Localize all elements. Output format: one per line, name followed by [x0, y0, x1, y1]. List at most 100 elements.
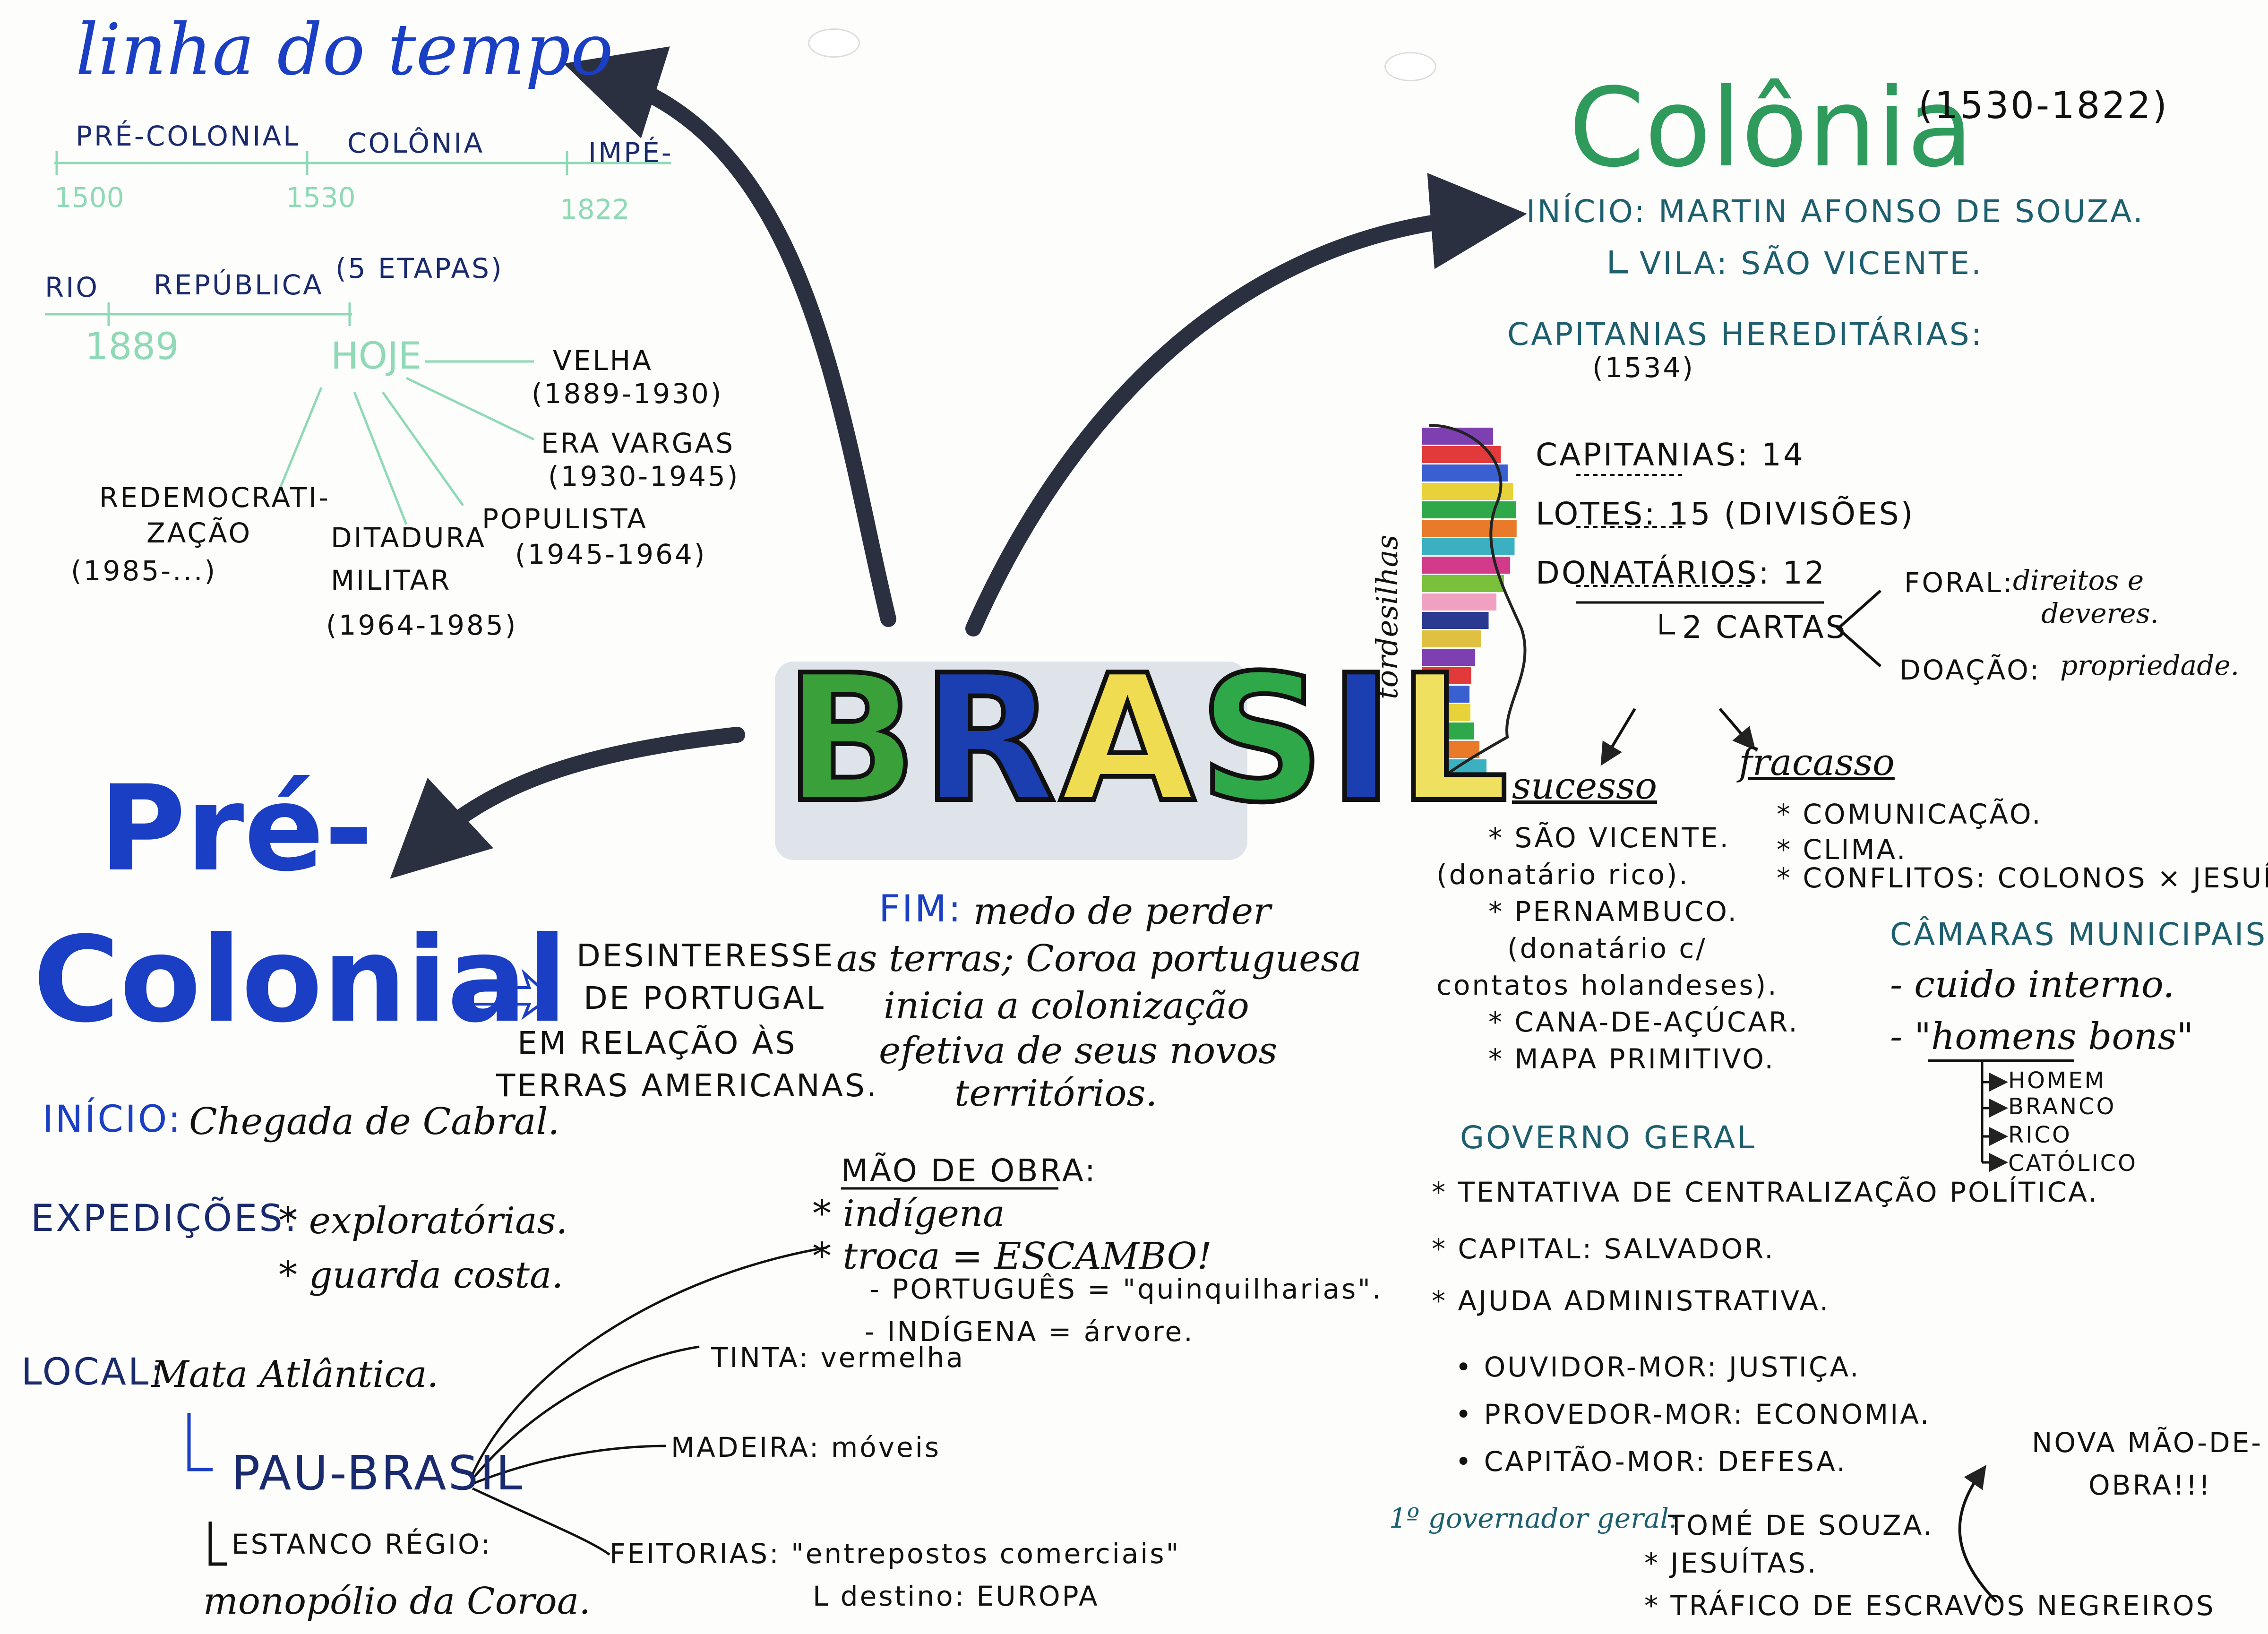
stage-redemocratizacao: REDEMOCRATI- [99, 482, 331, 514]
homens-bons-1: HOMEM [2008, 1067, 2106, 1094]
camaras-item-1: - cuido interno. [1890, 963, 2175, 1006]
tordesilhas-stripe [1422, 538, 1515, 555]
pau-brasil: PAU-BRASIL [232, 1445, 524, 1501]
governo-item-2: * CAPITAL: SALVADOR. [1432, 1233, 1775, 1265]
tordesilhas-stripes [1422, 428, 1517, 795]
fracasso-item-1: * COMUNICAÇÃO. [1777, 798, 2043, 830]
tordesilhas-stripe [1422, 593, 1497, 611]
year-1530: 1530 [286, 181, 356, 214]
mao-sub-1: - PORTUGUÊS = "quinquilharias". [869, 1273, 1383, 1305]
mao-item-1: * indígena [813, 1193, 1005, 1235]
arrow-to-colonia [965, 173, 1527, 636]
center-brasil-title [775, 662, 1247, 860]
label-hoje: HOJE [331, 335, 422, 378]
use-madeira: MADEIRA: móveis [671, 1431, 941, 1463]
brasil-letter-5: I [1326, 638, 1396, 841]
expedicoes-item-2: * guarda costa. [279, 1254, 564, 1297]
period-colonia: COLÔNIA [347, 127, 485, 159]
sucesso-item: * PERNAMBUCO. [1488, 895, 1738, 928]
label-rio: RIO [45, 271, 100, 303]
timeline-title: linha do tempo [76, 9, 613, 91]
tordesilhas-stripe [1422, 704, 1471, 721]
sucesso-item: * MAPA PRIMITIVO. [1488, 1043, 1775, 1075]
desinteresse-1: DESINTERESSE [576, 937, 835, 974]
estanco: ESTANCO RÉGIO: [232, 1528, 492, 1560]
fim-line-1: medo de perder [973, 890, 1271, 933]
governador-label: 1º governador geral: [1389, 1502, 1678, 1534]
stage-redemocratizacao-years: (1985-...) [71, 555, 217, 587]
stage-populista: POPULISTA [482, 503, 648, 535]
foral-text-1: direitos e [2013, 564, 2144, 596]
governo-item-3: * AJUDA ADMINISTRATIVA. [1432, 1285, 1830, 1317]
homens-bons-3: RICO [2008, 1122, 2072, 1148]
stage-ditadura: DITADURA [331, 522, 487, 554]
homens-bons-2: BRANCO [2008, 1093, 2116, 1120]
tordesilhas-stripe [1422, 667, 1471, 684]
label-5-etapas: (5 ETAPAS) [335, 252, 504, 284]
stage-velha: VELHA [553, 344, 653, 377]
binder-hole-right [1384, 52, 1436, 81]
sucesso-item: contatos holandeses). [1436, 969, 1778, 1001]
governo-sub-1: • OUVIDOR-MOR: JUSTIÇA. [1455, 1351, 1861, 1383]
arrow-to-timeline [563, 46, 896, 627]
nova-mao-2: OBRA!!! [2088, 1469, 2212, 1501]
monopolio: monopólio da Coroa. [203, 1580, 591, 1623]
local-text: Mata Atlântica. [151, 1353, 439, 1396]
stage-vargas: ERA VARGAS [541, 427, 735, 459]
stage-redemocratizacao-2: ZAÇÃO [146, 517, 252, 549]
tordesilhas-stripe [1422, 612, 1489, 629]
use-feitorias: FEITORIAS: "entrepostos comerciais" [610, 1538, 1181, 1570]
use-tinta: TINTA: vermelha [711, 1342, 965, 1374]
governo-sub-3: • CAPITÃO-MOR: DEFESA. [1455, 1445, 1847, 1478]
fracasso-title: fracasso [1739, 741, 1895, 784]
year-1889: 1889 [85, 326, 179, 368]
brasil-letter-2: R [919, 638, 1058, 841]
fact-donatarios: DONATÁRIOS: 12 [1536, 555, 1826, 591]
doacao-text: propriedade. [2060, 649, 2240, 681]
mao-de-obra-title: MÃO DE OBRA: [841, 1152, 1098, 1189]
fim-line-2: as terras; Coroa portuguesa [836, 937, 1362, 980]
sucesso-item: (donatário c/ [1507, 932, 1707, 964]
stage-ditadura-years: (1964-1985) [326, 609, 518, 641]
brasil-letter-3: A [1057, 638, 1197, 841]
governador-item-1: * JESUÍTAS. [1644, 1547, 1818, 1579]
camaras-item-2: - "homens bons" [1890, 1015, 2194, 1058]
colonia-vila: VILA: SÃO VICENTE. [1640, 245, 1983, 282]
fracasso-item-3: * CONFLITOS: COLONOS × JESUÍTAS. [1777, 862, 2268, 894]
nova-mao-1: NOVA MÃO-DE- [2032, 1427, 2263, 1459]
label-republica: REPÚBLICA [154, 269, 324, 301]
fim-line-3: inicia a colonização [884, 985, 1249, 1027]
homens-bons-4: CATÓLICO [2008, 1150, 2138, 1177]
fim-line-4: efetiva de seus novos [879, 1030, 1278, 1072]
brasil-letter-4: S [1196, 638, 1327, 841]
tordesilhas-label: tordesilhas [1370, 534, 1404, 699]
foral-label: FORAL: [1904, 567, 2014, 599]
tordesilhas-stripe [1422, 520, 1517, 537]
tordesilhas-stripe [1422, 741, 1480, 758]
tordesilhas-stripe [1422, 501, 1516, 518]
mao-sub-2: - INDÍGENA = árvore. [865, 1316, 1194, 1348]
sucesso-title: sucesso [1512, 765, 1658, 808]
governador-item-2: * TRÁFICO DE ESCRAVOS NEGREIROS [1644, 1590, 2216, 1622]
tordesilhas-stripe [1422, 630, 1481, 647]
tordesilhas-stripe [1422, 686, 1470, 703]
arrow-to-pre-colonial [390, 727, 745, 879]
sucesso-item: * SÃO VICENTE. [1488, 822, 1730, 854]
desinteresse-4: TERRAS AMERICANAS. [496, 1067, 878, 1104]
stage-velha-years: (1889-1930) [532, 378, 723, 410]
colonia-title: Colônia [1569, 65, 1974, 191]
brasil-letter-6: L [1395, 638, 1511, 841]
governo-title: GOVERNO GERAL [1460, 1119, 1756, 1156]
year-1822: 1822 [560, 193, 630, 225]
governo-sub-2: • PROVEDOR-MOR: ECONOMIA. [1455, 1398, 1931, 1430]
fact-lotes: LOTES: 15 (DIVISÕES) [1536, 496, 1915, 532]
cartas: 2 CARTAS [1682, 609, 1847, 645]
governador-name: TOMÉ DE SOUZA. [1668, 1509, 1934, 1541]
tordesilhas-stripe [1422, 446, 1501, 463]
doacao-label: DOAÇÃO: [1899, 654, 2041, 686]
binder-hole-left [808, 28, 860, 58]
colonia-years: (1530-1822) [1918, 85, 2169, 127]
inicio-label: INÍCIO: [43, 1098, 183, 1141]
